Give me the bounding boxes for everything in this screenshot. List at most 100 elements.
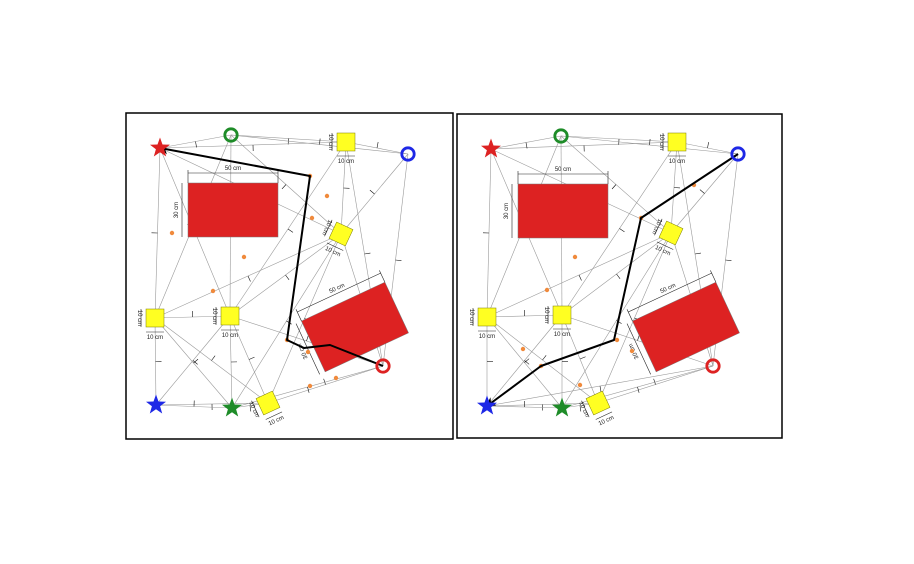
edge-tick [376, 142, 379, 149]
planned-path [158, 144, 384, 367]
tile-square [328, 221, 354, 247]
red-star-icon [150, 137, 170, 157]
edge-tick [653, 378, 656, 385]
obstacle-height-label: 30 cm [174, 202, 180, 218]
obstacle-width-label: 50 cm [555, 167, 571, 173]
edge-tick [247, 275, 251, 282]
edge-tick [307, 386, 310, 393]
edge-tick [725, 259, 732, 262]
dimension-line [295, 323, 320, 375]
red-ring-icon [375, 358, 391, 374]
obstacle-rect [187, 182, 279, 238]
tile-height-label: 10 cm [543, 307, 549, 323]
tile-width-label: 10 cm [669, 159, 685, 165]
obstacle: 50 cm 30 cm [504, 167, 609, 239]
tile-square [552, 305, 572, 325]
dimension-line [595, 411, 613, 420]
red-star-icon [481, 138, 501, 158]
dimension-line [379, 270, 386, 283]
dimension-line [295, 309, 302, 322]
path-line [158, 144, 384, 367]
tile-height-label: 10 cm [211, 308, 217, 324]
tile: 10 cm 10 cm [658, 132, 687, 165]
blue-ring-icon [730, 146, 746, 162]
edge-tick [364, 252, 371, 255]
tile-width-label: 10 cm [222, 333, 238, 339]
panel-frame [456, 113, 783, 439]
graph-node [544, 287, 550, 293]
edge-tick [694, 252, 701, 255]
dimension-line [326, 242, 344, 251]
graph-node [169, 230, 175, 236]
edge-tick [306, 335, 309, 342]
tile-square [477, 307, 497, 327]
green-ring-icon [553, 128, 569, 144]
graph-nodes [169, 173, 339, 389]
green-star-icon [222, 397, 242, 417]
goal-markers [477, 128, 746, 417]
panel-frame [125, 112, 454, 440]
dimension-line [710, 270, 717, 283]
obstacle-rect [517, 183, 609, 239]
edge-tick [395, 259, 402, 262]
edge-tick [578, 274, 582, 281]
dimension-line [581, 400, 590, 418]
dimension-line [628, 272, 712, 313]
edge-tick [619, 228, 625, 233]
graph-node [520, 346, 526, 352]
tile-square [667, 132, 687, 152]
edge-tick [248, 356, 255, 360]
path-line [485, 153, 739, 408]
graph-node [577, 382, 583, 388]
dimension-line [251, 400, 260, 418]
dimension-line [626, 309, 633, 322]
tile-square [658, 220, 684, 246]
tile-height-label: 10 cm [327, 134, 333, 150]
graph-node [210, 288, 216, 294]
green-star-icon [552, 397, 572, 417]
green-ring-icon [223, 127, 239, 143]
edge-tick [319, 138, 321, 145]
graph-node [305, 349, 311, 355]
edge-tick [193, 358, 199, 364]
edge-tick [579, 405, 582, 412]
obstacle-rect [632, 281, 740, 373]
edge-tick [649, 139, 651, 146]
tile-width-label: 10 cm [147, 335, 163, 341]
edge-tick [211, 355, 216, 361]
graph-node [307, 383, 313, 389]
edge-tick [281, 184, 287, 190]
planned-path [485, 153, 739, 408]
edge-tick [192, 360, 198, 365]
graph-node [324, 193, 330, 199]
tile-height-label: 10 cm [658, 134, 664, 150]
edge-tick [699, 189, 705, 194]
edge-tick [611, 184, 617, 190]
edge-tick [195, 141, 197, 148]
tile-width-label: 10 cm [479, 334, 495, 340]
tile-square [220, 306, 240, 326]
dimension-line [265, 411, 283, 420]
graph-node [333, 375, 339, 381]
tile-square [255, 390, 281, 416]
dimension-line [654, 218, 663, 236]
graph-node [614, 337, 620, 343]
dimension-line [626, 323, 651, 375]
tile-height-label: 10 cm [468, 309, 474, 325]
tile: 10 cm 10 cm [468, 307, 497, 340]
obstacle-height-label: 30 cm [504, 203, 510, 219]
edge-tick [599, 385, 602, 392]
edge-tick [707, 142, 709, 149]
graph-node [241, 254, 247, 260]
edge-tick [579, 356, 586, 360]
graph-node [572, 254, 578, 260]
edge-tick [249, 405, 252, 412]
dimension-line [297, 272, 381, 313]
